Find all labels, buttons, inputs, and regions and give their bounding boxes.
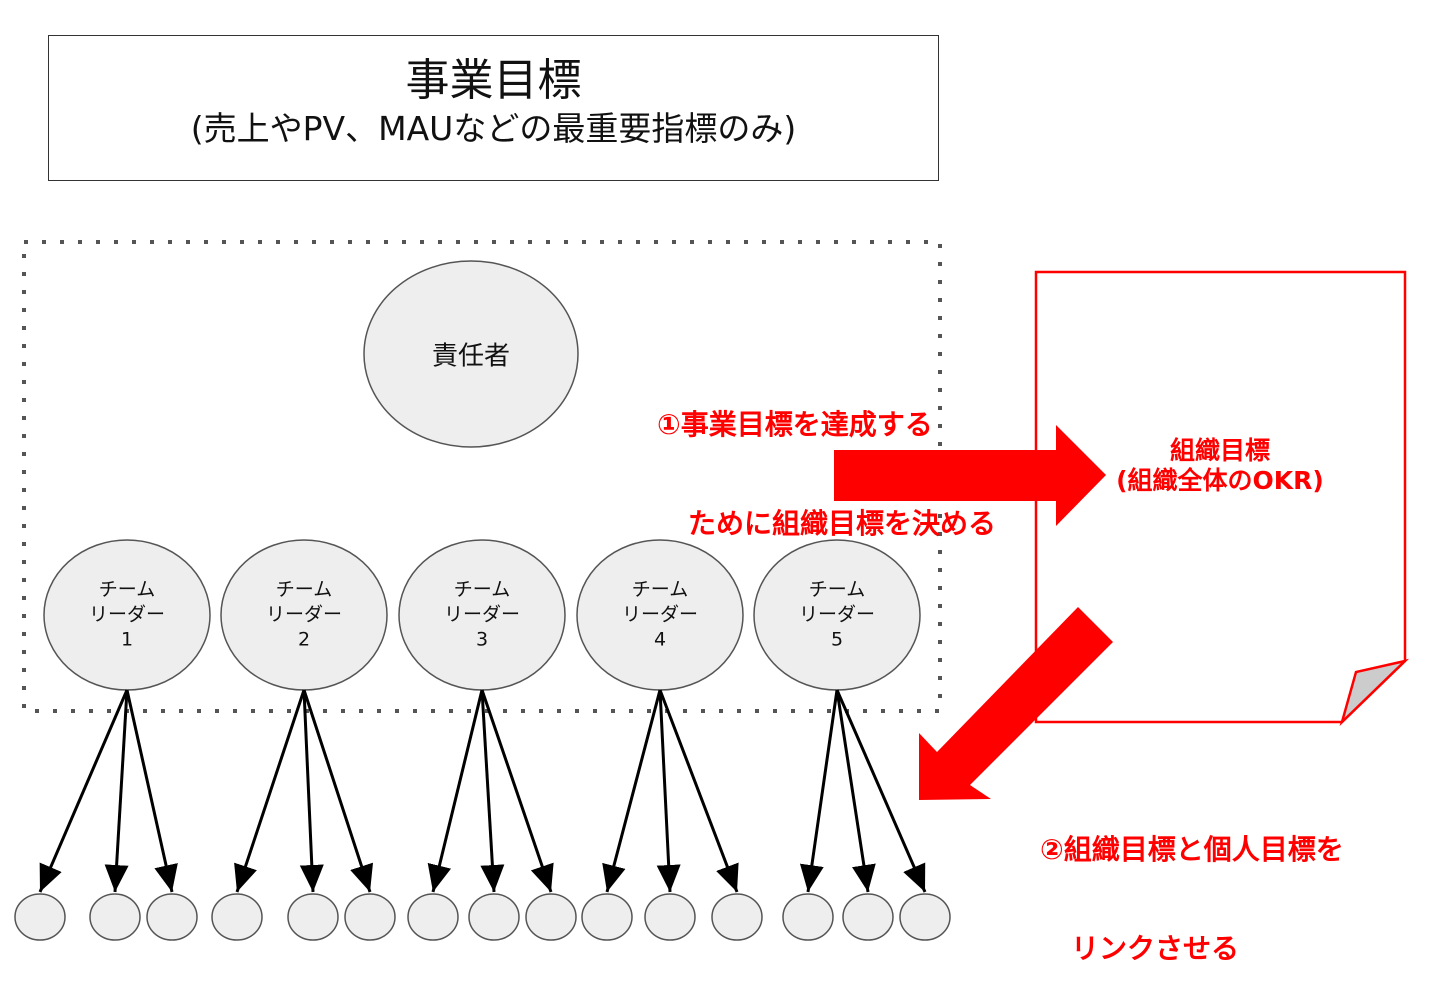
org-goal-title: 組織目標 — [1169, 436, 1271, 465]
step2-line2: リンクさせる — [1071, 932, 1240, 965]
member-node[interactable] — [146, 893, 198, 941]
business-goal-subtitle: (売上やPV、MAUなどの最重要指標のみ) — [190, 109, 797, 148]
leader-line2: リーダー — [443, 603, 521, 626]
member-arrow — [38, 689, 129, 893]
member-node[interactable] — [211, 893, 263, 941]
member-arrow — [835, 689, 927, 893]
manager-label: 責任者 — [431, 341, 511, 372]
member-node[interactable] — [14, 893, 66, 941]
member-node[interactable] — [644, 893, 696, 941]
member-node[interactable] — [407, 893, 459, 941]
step2-text: ②組織目標と個人目標を リンクさせる — [1040, 767, 1344, 998]
member-node[interactable] — [711, 893, 763, 941]
leader-line1: チーム — [275, 578, 333, 601]
leader-number: 3 — [475, 628, 489, 651]
leader-line1: チーム — [453, 578, 511, 601]
business-goal-title: 事業目標 — [405, 55, 582, 106]
member-arrow — [656, 689, 681, 893]
leader-line2: リーダー — [88, 603, 166, 626]
member-arrow — [480, 689, 554, 893]
step1-line2: ために組織目標を決める — [688, 507, 997, 540]
step1-text: ①事業目標を達成する ために組織目標を決める — [657, 342, 996, 573]
member-node[interactable] — [525, 893, 577, 941]
leader-line1: チーム — [98, 578, 156, 601]
leader-line2: リーダー — [621, 603, 699, 626]
member-node[interactable] — [842, 893, 894, 941]
member-arrow — [799, 689, 839, 893]
document-folded-corner — [1339, 658, 1410, 727]
member-node[interactable] — [344, 893, 396, 941]
members-layer — [14, 893, 951, 941]
member-node[interactable] — [899, 893, 951, 941]
diagram-canvas — [14, 240, 1410, 941]
member-arrow — [658, 689, 739, 893]
leader-line1: チーム — [808, 578, 866, 601]
step2-arrow — [919, 607, 1113, 800]
org-goal-subtitle: (組織全体のOKR) — [1116, 466, 1324, 495]
member-node[interactable] — [287, 893, 339, 941]
member-node[interactable] — [782, 893, 834, 941]
member-arrow — [125, 689, 178, 893]
leaders-layer — [43, 539, 921, 691]
member-arrow — [427, 689, 484, 893]
leader-number: 1 — [120, 628, 134, 651]
business-goal-box: 事業目標 (売上やPV、MAUなどの最重要指標のみ) — [48, 35, 939, 181]
leader-number: 4 — [653, 628, 667, 651]
member-node[interactable] — [581, 893, 633, 941]
leader-number: 5 — [830, 628, 844, 651]
manager-node[interactable] — [363, 260, 579, 448]
step2-line1: ②組織目標と個人目標を — [1040, 833, 1344, 866]
member-arrow — [602, 689, 662, 893]
member-arrow — [835, 689, 876, 893]
leader-number: 2 — [297, 628, 311, 651]
member-node[interactable] — [89, 893, 141, 941]
step1-line1: ①事業目標を達成する — [657, 408, 933, 441]
member-arrow — [299, 689, 324, 893]
step1-arrow — [834, 425, 1106, 526]
member-arrow — [234, 689, 306, 893]
member-arrow — [104, 689, 129, 893]
member-node[interactable] — [468, 893, 520, 941]
leader-line2: リーダー — [798, 603, 876, 626]
leader-line1: チーム — [631, 578, 689, 601]
leader-line2: リーダー — [265, 603, 343, 626]
member-arrow — [480, 689, 505, 893]
member-arrows-layer — [38, 689, 927, 893]
org-goal-text: 組織目標 (組織全体のOKR) — [1116, 436, 1324, 496]
member-arrow — [302, 689, 374, 893]
